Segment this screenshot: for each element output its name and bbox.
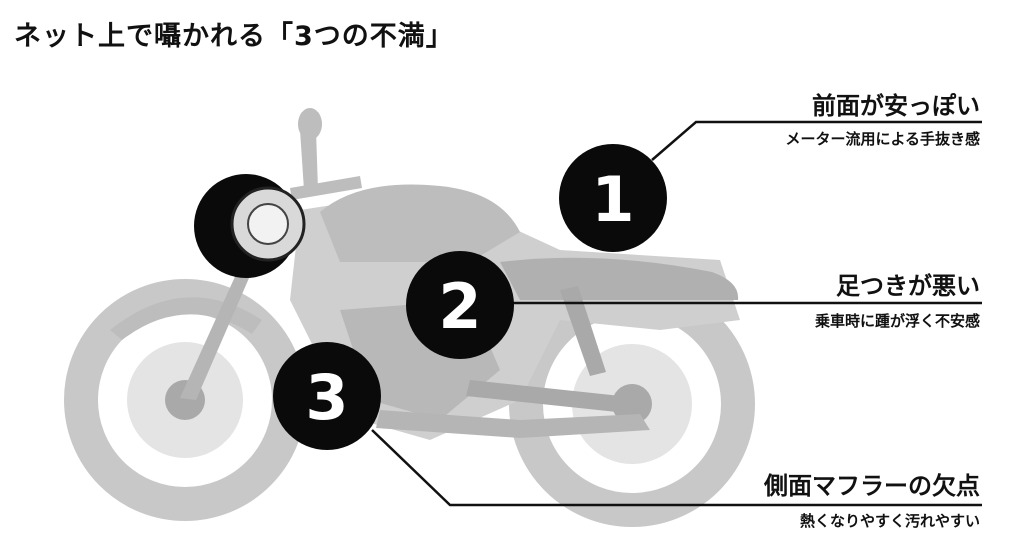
marker-2-number: 2	[438, 270, 481, 343]
callout-1-subtitle: メーター流用による手抜き感	[785, 130, 980, 148]
handlebar	[290, 176, 362, 200]
fuel-tank	[320, 184, 520, 262]
headline: ネット上で囁かれる「3つの不満」	[14, 21, 454, 52]
callout-2-subtitle: 乗車時に踵が浮く不安感	[814, 312, 980, 330]
marker-1-circle	[559, 144, 667, 252]
headlight-lens	[247, 203, 289, 245]
seat	[500, 257, 739, 300]
marker-3-number: 3	[305, 361, 348, 434]
marker-2: 2	[406, 251, 514, 359]
callout-3-title: 側面マフラーの欠点	[764, 472, 980, 500]
leader-line-1	[651, 120, 982, 161]
marker-3: 3	[273, 342, 381, 450]
swingarm	[466, 380, 640, 414]
callout-2-title: 足つきが悪い	[836, 272, 980, 300]
rear-shock	[560, 286, 606, 376]
marker-1-number: 1	[591, 163, 634, 236]
marker-1: 1	[559, 144, 667, 252]
motorcycle-silhouette	[64, 108, 755, 527]
mirror	[298, 108, 322, 140]
callout-1-title: 前面が安っぽい	[812, 92, 980, 120]
leader-line-3	[371, 429, 982, 507]
callout-3-subtitle: 熱くなりやすく汚れやすい	[799, 512, 980, 530]
exhaust-pipe	[376, 410, 650, 438]
mirror-stem	[300, 130, 318, 190]
marker-3-circle	[273, 342, 381, 450]
front-fork	[180, 262, 256, 400]
marker-2-circle	[406, 251, 514, 359]
